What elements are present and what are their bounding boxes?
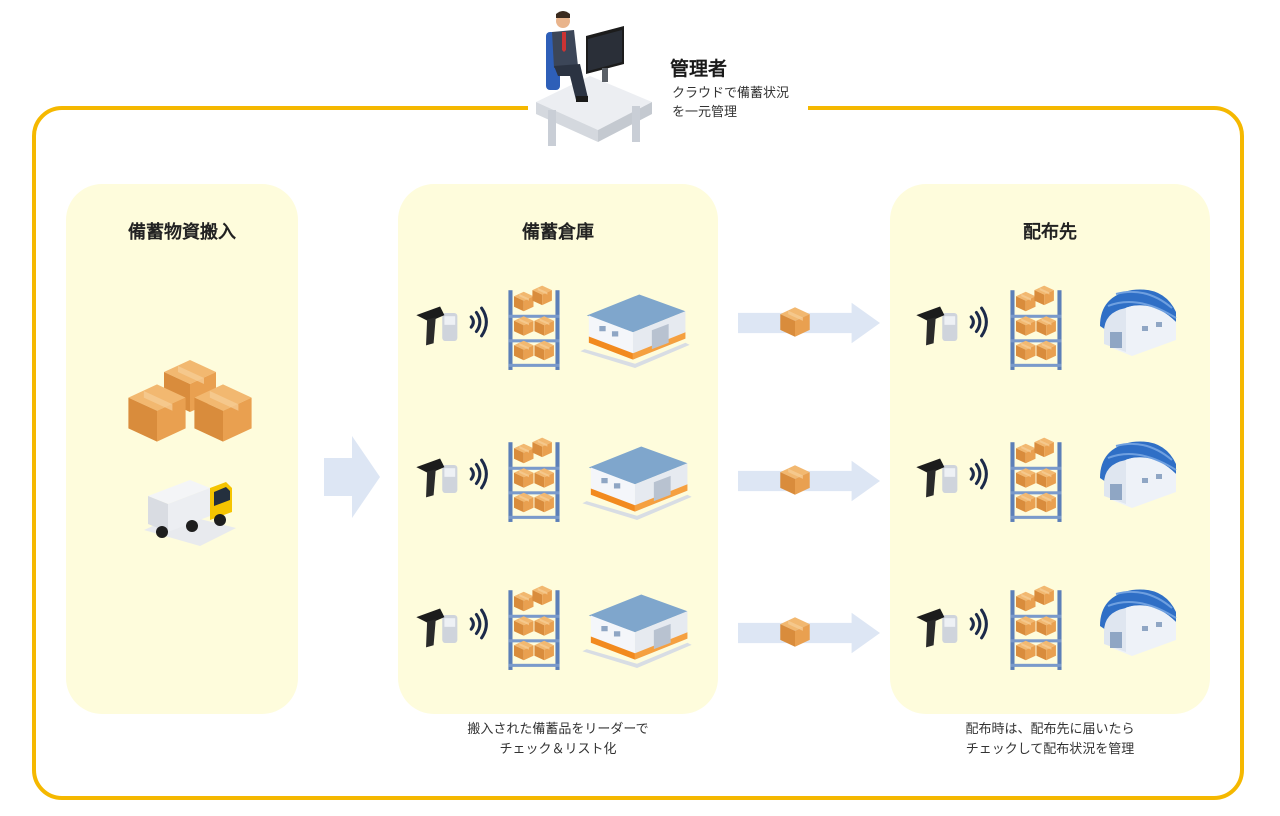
dome-warehouse-icon — [1099, 288, 1177, 357]
shelf-boxes-icon — [504, 432, 566, 524]
rfid-reader-icon — [916, 608, 958, 648]
warehouse-icon — [582, 446, 692, 520]
admin-title: 管理者 — [670, 58, 728, 80]
signal-waves-icon — [469, 306, 489, 338]
rfid-reader-icon — [916, 458, 958, 498]
warehouse-icon — [582, 594, 692, 668]
flow-arrow-icon — [324, 436, 380, 518]
rfid-reader-icon — [416, 608, 458, 648]
destination-title: 配布先 — [1023, 222, 1077, 243]
warehouse-icon — [580, 294, 690, 368]
shelf-boxes-icon — [504, 580, 566, 672]
dome-warehouse-icon — [1099, 588, 1177, 657]
admin-description: クラウドで備蓄状況 を一元管理 — [672, 84, 789, 122]
signal-waves-icon — [469, 608, 489, 640]
warehouse-caption: 搬入された備蓄品をリーダーで チェック＆リスト化 — [398, 720, 718, 760]
shelf-boxes-icon — [1006, 432, 1068, 524]
truck-icon — [144, 480, 236, 546]
rfid-reader-icon — [916, 306, 958, 346]
rfid-reader-icon — [416, 458, 458, 498]
rfid-reader-icon — [416, 306, 458, 346]
shelf-boxes-icon — [1006, 280, 1068, 372]
intake-title: 備蓄物資搬入 — [128, 222, 236, 243]
signal-waves-icon — [969, 608, 989, 640]
destination-caption: 配布時は、配布先に届いたら チェックして配布状況を管理 — [890, 720, 1210, 760]
admin-desc-line2: を一元管理 — [672, 105, 738, 120]
signal-waves-icon — [969, 458, 989, 490]
warehouse-title: 備蓄倉庫 — [522, 222, 594, 243]
signal-waves-icon — [469, 458, 489, 490]
shelf-boxes-icon — [1006, 580, 1068, 672]
warehouse-caption-line2: チェック＆リスト化 — [499, 742, 617, 757]
shelf-boxes-icon — [504, 280, 566, 372]
intake-panel: 備蓄物資搬入 — [66, 184, 298, 714]
admin-at-desk-icon — [536, 11, 652, 146]
cardboard-boxes-icon — [128, 360, 252, 442]
signal-waves-icon — [969, 306, 989, 338]
admin-desc-line1: クラウドで備蓄状況 — [672, 86, 790, 101]
destination-caption-line1: 配布時は、配布先に届いたら — [965, 722, 1135, 737]
cardboard-box-icon — [780, 307, 810, 337]
cardboard-box-icon — [780, 617, 810, 647]
cardboard-box-icon — [780, 465, 810, 495]
warehouse-caption-line1: 搬入された備蓄品をリーダーで — [467, 722, 649, 737]
dome-warehouse-icon — [1099, 440, 1177, 509]
destination-caption-line2: チェックして配布状況を管理 — [965, 742, 1135, 757]
